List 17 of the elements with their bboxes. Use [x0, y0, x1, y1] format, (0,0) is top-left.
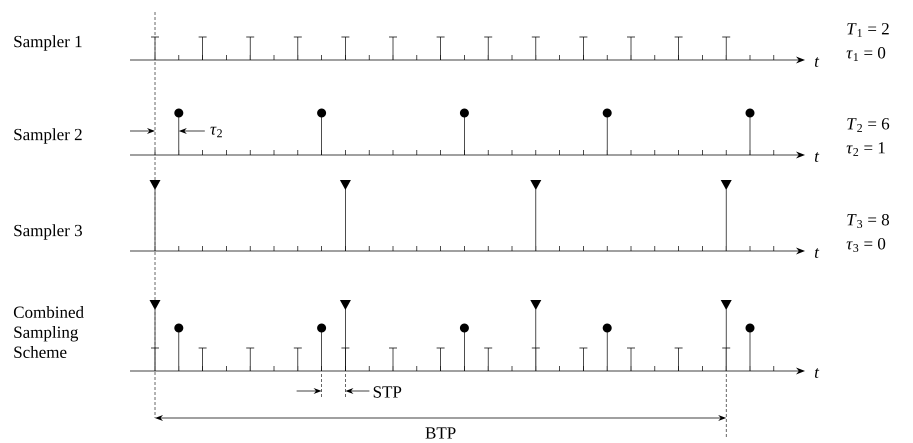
- dimension-label: BTP: [426, 427, 456, 439]
- axis-label: t: [814, 152, 820, 162]
- row-label: Sampler 3: [14, 224, 82, 240]
- period-label: T$_{2}$ = 6: [847, 118, 890, 132]
- row-label: Sampler 2: [14, 128, 82, 144]
- period-label: T$_{1}$ = 2: [847, 23, 889, 37]
- period-label: T$_{3}$ = 8: [847, 214, 890, 228]
- axis-label: t: [814, 368, 820, 378]
- row-label: Sampler 1: [14, 35, 82, 51]
- axis-label: t: [814, 248, 820, 258]
- row-label: Combined Sampling Scheme: [14, 306, 84, 358]
- dimension-label: STP: [374, 386, 402, 398]
- offset-label: τ$_{2}$ = 1: [846, 142, 885, 156]
- offset-label: τ$_{1}$ = 0: [846, 47, 886, 61]
- offset-label: τ$_{3}$ = 0: [846, 238, 886, 252]
- dimension-label: τ$_{2}$: [210, 126, 222, 138]
- axis-label: t: [814, 57, 820, 67]
